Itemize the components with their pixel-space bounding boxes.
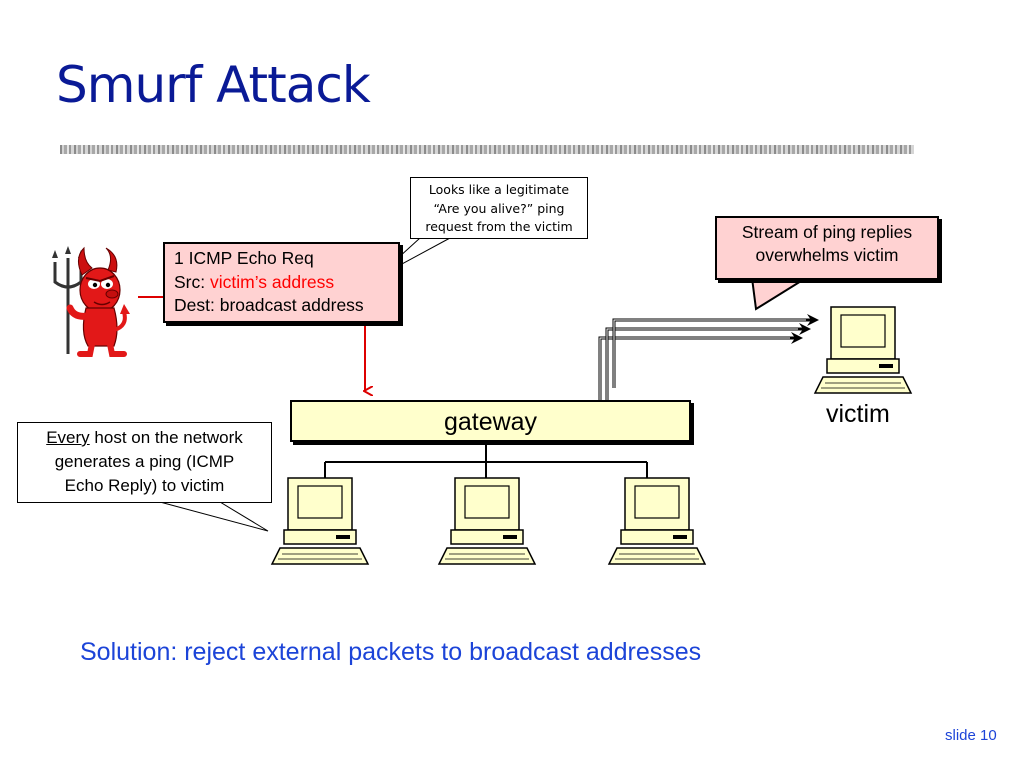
reply-arrow-1 — [598, 336, 800, 400]
solution-text: Solution: reject external packets to bro… — [80, 638, 702, 666]
icmp-src-line: Src: victim’s address — [174, 271, 398, 295]
every-line: Every host on the network — [18, 426, 271, 450]
gateway-node: gateway — [290, 400, 691, 442]
callout-line: “Are you alive?” ping — [433, 200, 565, 216]
every-host-callout: Every host on the network generates a pi… — [17, 422, 272, 503]
host-computer-icon — [438, 477, 536, 565]
every-line: generates a ping (ICMP — [54, 452, 235, 471]
every-rest: host on the network — [89, 428, 243, 447]
src-value: victim’s address — [209, 271, 335, 292]
host-computer-icon — [608, 477, 706, 565]
callout-line: Looks like a legitimate — [428, 182, 570, 197]
every-callout-pointer — [159, 501, 269, 532]
every-line: Echo Reply) to victim — [64, 476, 225, 495]
devil-icon — [52, 246, 130, 357]
stream-callout: Stream of ping replies overwhelms victim — [715, 216, 939, 280]
icmp-line: 1 ICMP Echo Req — [174, 248, 314, 268]
slide-title: Smurf Attack — [56, 56, 371, 114]
victim-label: victim — [826, 400, 890, 428]
src-label: Src: — [174, 271, 210, 292]
victim-computer-icon — [814, 306, 912, 394]
stream-line: overwhelms victim — [755, 245, 899, 265]
callout-line: request from the victim — [425, 219, 573, 234]
slide-number: slide 10 — [945, 727, 997, 744]
every-emphasis: Every — [46, 428, 90, 447]
host-computer-icon — [271, 477, 369, 565]
title-divider — [60, 145, 914, 154]
reply-arrow-2 — [605, 327, 808, 400]
stream-line: Stream of ping replies — [741, 222, 913, 242]
icmp-request-box: 1 ICMP Echo Req Src: victim’s address De… — [163, 242, 400, 323]
legit-ping-callout: Looks like a legitimate “Are you alive?”… — [410, 177, 588, 239]
stream-callout-pointer — [750, 277, 810, 311]
icmp-line: Dest: broadcast address — [174, 295, 364, 315]
